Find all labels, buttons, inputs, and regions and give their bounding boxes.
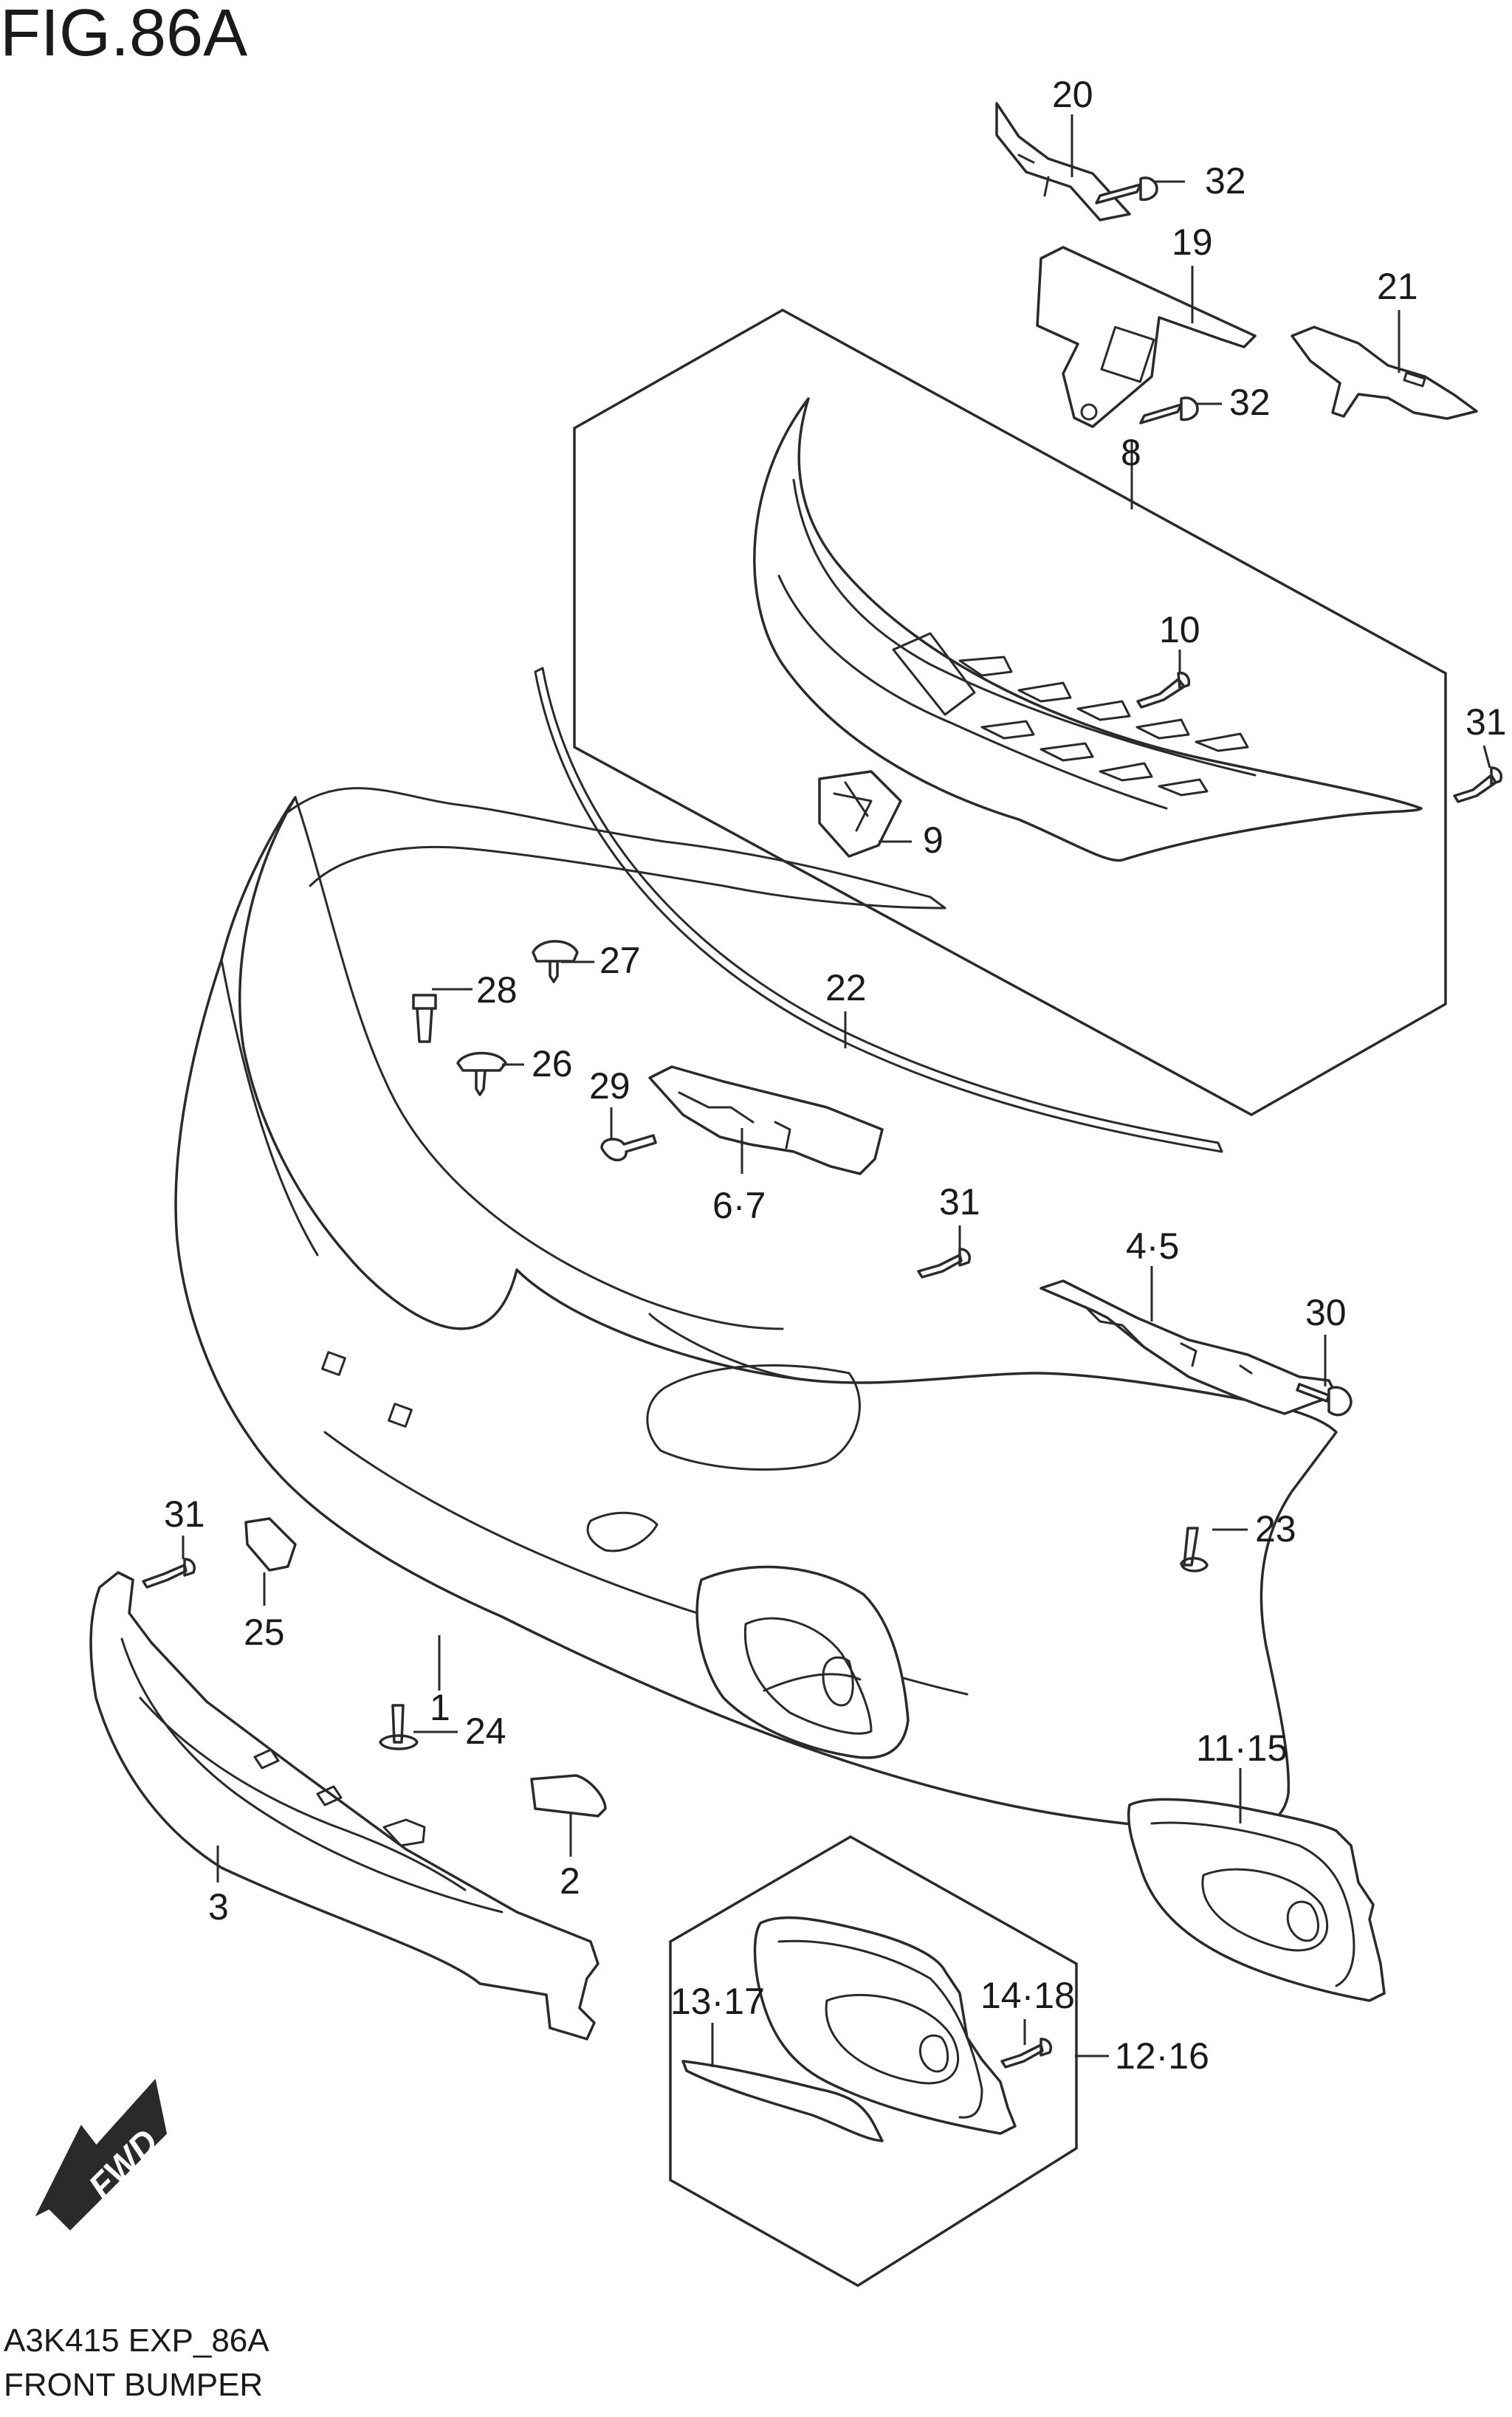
part-21-bracket — [1291, 326, 1478, 420]
figure-title: FIG.86A — [0, 0, 247, 70]
callout-28: 28 — [476, 969, 518, 1011]
part-13-17-garnish — [681, 2060, 884, 2142]
screw-icon — [1453, 766, 1502, 803]
callout-11-15: 11·15 — [1196, 1727, 1288, 1769]
grille-group-box — [573, 308, 1447, 1117]
part-9-emblem — [818, 770, 902, 858]
callout-19: 19 — [1172, 221, 1213, 263]
callout-2: 2 — [560, 1860, 580, 1902]
screw-icon — [142, 1558, 196, 1589]
callout-25: 25 — [244, 1612, 285, 1653]
callout-8: 8 — [1121, 432, 1141, 473]
callout-29: 29 — [589, 1065, 630, 1107]
callout-31: 31 — [939, 1181, 980, 1223]
diagram-name: FRONT BUMPER — [4, 2367, 263, 2403]
part-6-7-center-bracket — [648, 1065, 884, 1175]
callout-32: 32 — [1229, 382, 1271, 423]
bolt-icon — [379, 1704, 419, 1750]
callout-26: 26 — [532, 1043, 573, 1084]
screw-icon — [1000, 2038, 1052, 2069]
callout-3: 3 — [208, 1886, 229, 1928]
part-12-16-fog-cover — [753, 1916, 1017, 2135]
callout-22: 22 — [825, 967, 867, 1008]
bolt-icon — [600, 1134, 657, 1162]
callout-31: 31 — [1465, 701, 1507, 743]
callout-13-17: 13·17 — [670, 1981, 765, 2022]
bolt-icon — [412, 994, 437, 1043]
callout-12-16: 12·16 — [1115, 2035, 1209, 2077]
part-2-tow-hook-cap — [530, 1774, 607, 1818]
push-clip-icon — [532, 940, 579, 983]
part-1-bumper-cover — [174, 787, 1338, 1831]
callout-23: 23 — [1255, 1508, 1296, 1550]
nut-clip-icon — [244, 1517, 297, 1572]
part-8-upper-grille — [753, 397, 1423, 862]
callout-9: 9 — [923, 819, 944, 861]
callout-20: 20 — [1052, 74, 1093, 115]
part-11-15-fog-bezel — [1127, 1798, 1386, 2002]
callout-1: 1 — [430, 1687, 450, 1728]
callout-6-7: 6·7 — [712, 1185, 766, 1226]
callout-labels: 20 32 19 21 32 8 10 31 9 22 27 28 26 29 … — [164, 74, 1507, 2077]
fwd-arrow: FWD — [35, 2078, 168, 2231]
part-19-bracket — [1036, 246, 1257, 428]
part-20-bracket — [995, 102, 1131, 221]
callout-30: 30 — [1305, 1292, 1347, 1333]
callout-4-5: 4·5 — [1126, 1225, 1179, 1267]
part-3-lower-spoiler — [89, 1571, 599, 2040]
push-clip-icon — [456, 1051, 507, 1096]
bolt-icon — [1180, 1527, 1209, 1572]
callout-14-18: 14·18 — [980, 1975, 1075, 2016]
leader-lines — [182, 114, 1491, 2067]
callout-21: 21 — [1377, 266, 1418, 307]
fog-lamp-group-box — [669, 1835, 1078, 2288]
diagram-code: A3K415 EXP_86A — [4, 2323, 269, 2359]
screw-icon — [1136, 671, 1191, 709]
callout-10: 10 — [1159, 609, 1200, 650]
screw-icon — [917, 1248, 971, 1279]
callout-31: 31 — [164, 1493, 205, 1535]
bolt-icon — [1139, 396, 1199, 424]
callout-32: 32 — [1205, 160, 1246, 202]
callout-27: 27 — [599, 940, 641, 981]
bolt-icon — [1095, 176, 1158, 204]
callout-24: 24 — [465, 1711, 506, 1752]
part-22-moulding — [534, 667, 1223, 1153]
bolt-icon — [1296, 1383, 1353, 1417]
